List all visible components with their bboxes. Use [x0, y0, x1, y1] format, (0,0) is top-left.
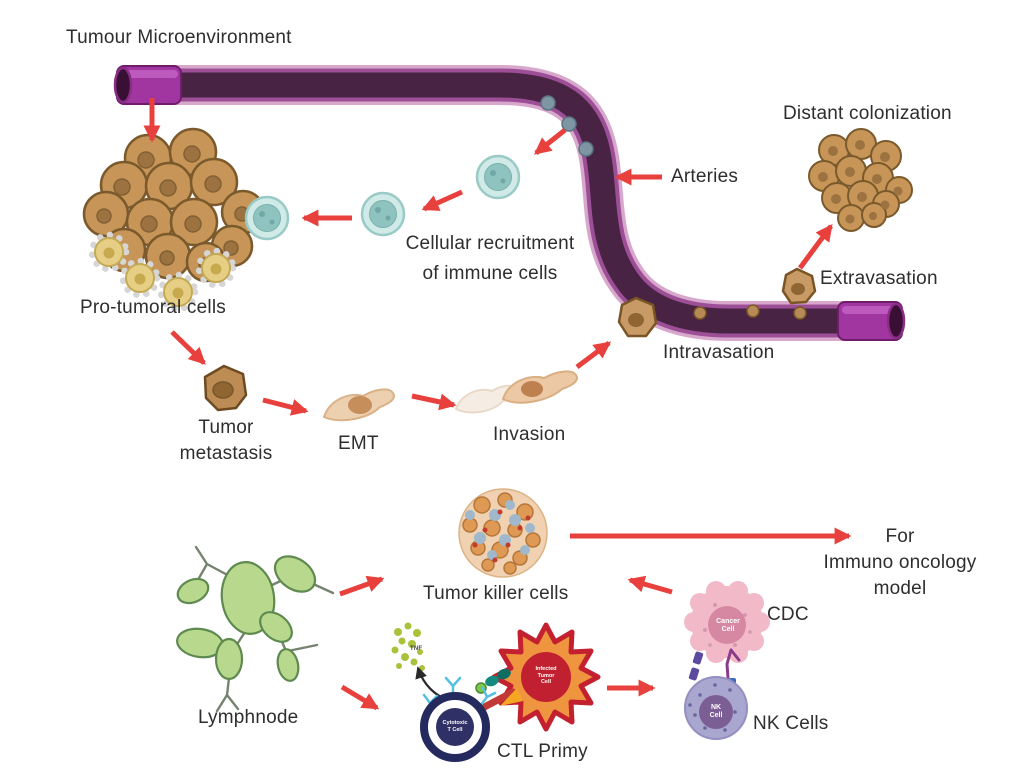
label-extravasation: Extravasation — [820, 268, 938, 289]
circulating-immune-cells — [540, 95, 594, 157]
label-pro-tumoral-cells: Pro-tumoral cells — [80, 297, 226, 318]
metastasis-cell — [203, 364, 248, 412]
extravasation-cell — [781, 267, 817, 305]
label-cytotoxic-t-cell: Cytotoxic T Cell — [442, 720, 468, 733]
arrow-immune-cell-3-to-2 — [421, 189, 464, 212]
arrow-metastasis-to-emt — [262, 397, 309, 416]
label-invasion: Invasion — [493, 424, 566, 445]
label-cellular-recruitment: Cellular recruitment of immune cells — [405, 233, 575, 284]
cancer-cell-cdc — [684, 581, 770, 663]
vessel-right-opening — [837, 301, 906, 341]
label-nk-cells: NK Cells — [753, 713, 829, 734]
recruited-immune-cells — [244, 154, 521, 241]
tumor-killer-cluster — [458, 488, 548, 578]
label-immuno-oncology-model: For Immuno oncology model — [823, 526, 977, 599]
label-ctl-primy: CTL Primy — [497, 741, 588, 762]
vessel-lumen — [122, 72, 898, 334]
label-tumour-microenvironment: Tumour Microenvironment — [66, 27, 292, 48]
label-tumor-killer-cells: Tumor killer cells — [423, 583, 569, 604]
pro-tumoral-yellow-cells — [88, 231, 237, 313]
arrow-protumoral-to-metastasis — [170, 330, 206, 365]
label-cdc: CDC — [767, 604, 809, 625]
pro-tumoral-cluster — [82, 127, 266, 313]
label-arteries: Arteries — [671, 166, 739, 187]
arrow-emt-to-invasion — [411, 393, 457, 411]
circulating-tumor-cells — [693, 304, 807, 320]
label-cancer-cell: Cancer Cell — [716, 618, 740, 633]
label-nk-cell: NK Cell — [709, 704, 723, 719]
arrow-vessel-to-immune-cell — [534, 128, 567, 155]
tnf-dots — [391, 622, 425, 671]
arrow-extravasation-to-colonization — [797, 223, 834, 270]
arrow-lymphnode-to-ctl — [340, 684, 380, 711]
arrow-cdc-to-killer — [627, 575, 673, 595]
arrow-lymphnode-to-killer — [339, 575, 385, 597]
distant-colonization-cluster — [808, 128, 913, 232]
cytotoxic-t-cell — [420, 676, 497, 762]
label-tnf: TNF — [410, 646, 423, 652]
artery-vessel — [113, 65, 906, 341]
label-emt: EMT — [338, 433, 379, 454]
label-infected-tumor-cell: Infected Tumor Cell — [535, 666, 557, 685]
immune-cell-3 — [475, 154, 521, 200]
label-tumor-metastasis: Tumor metastasis — [179, 417, 273, 464]
label-intravasation: Intravasation — [663, 342, 775, 363]
arrow-invasion-to-intravasation — [575, 341, 612, 369]
immune-cell-2 — [360, 191, 406, 237]
invasion-cells — [454, 370, 578, 414]
intravasation-cell — [617, 296, 658, 338]
vessel-left-opening — [113, 65, 182, 105]
label-lymphnode: Lymphnode — [198, 707, 299, 728]
emt-cell — [322, 388, 395, 422]
label-distant-colonization: Distant colonization — [783, 103, 952, 124]
flow-arrows — [143, 98, 852, 711]
nk-cell — [684, 676, 748, 740]
lymphnode-illustration — [176, 545, 335, 713]
immune-cell-1 — [244, 195, 290, 241]
